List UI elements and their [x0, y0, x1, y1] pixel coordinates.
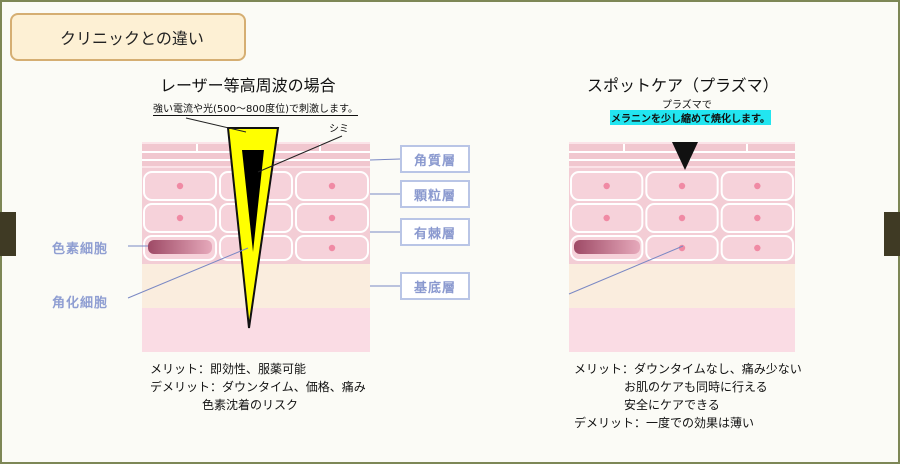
- laser-note: 強い電流や光(500～800度位)で刺激します。: [153, 100, 358, 116]
- cell-nucleus: [678, 244, 686, 252]
- plasma-skin-diagram: [569, 142, 795, 352]
- basal-layer-right: [569, 264, 795, 308]
- cell-nucleus: [176, 182, 184, 190]
- dermis-left: [142, 308, 370, 352]
- callout-lines-left: [127, 117, 401, 299]
- cell-nucleus: [328, 182, 336, 190]
- layer-tag-basal: 基底層: [400, 272, 470, 300]
- cell-nucleus: [678, 182, 686, 190]
- callout-lines-right: [568, 245, 684, 295]
- cell-nucleus: [754, 214, 761, 222]
- plasma-note-2: メラニンを少し縮めて焼化します。: [610, 110, 771, 125]
- pigment-cell-label: 色素細胞: [52, 242, 109, 257]
- plasma-merits-1: メリット：ダウンタイムなし、痛み少ない: [574, 362, 802, 376]
- pigment-cell-left: [148, 240, 212, 254]
- plasma-title: スポットケア（プラズマ）: [587, 76, 779, 95]
- section-title: クリニックとの違い: [10, 13, 246, 61]
- cell-nucleus: [328, 244, 336, 252]
- section-title-text: クリニックとの違い: [60, 29, 204, 48]
- cell-nucleus: [678, 214, 686, 222]
- plasma-merits-3: 安全にケアできる: [624, 398, 720, 412]
- cell-nucleus: [603, 182, 610, 190]
- plasma-pros-cons: メリット：ダウンタイムなし、痛み少ない お肌のケアも同時に行える 安全にケアでき…: [574, 360, 802, 432]
- laser-demerits-1: デメリット：ダウンタイム、価格、痛み: [150, 380, 366, 394]
- right-edge-tab: [884, 212, 900, 256]
- laser-core: [242, 150, 264, 252]
- cell-nucleus: [754, 182, 761, 190]
- cell-nucleus: [328, 214, 336, 222]
- left-edge-tab: [0, 212, 16, 256]
- layer-tag-granular: 顆粒層: [400, 180, 470, 208]
- plasma-note-1: プラズマで: [662, 100, 712, 111]
- plasma-merits-2: お肌のケアも同時に行える: [624, 380, 768, 394]
- plasma-marker: [672, 142, 698, 170]
- laser-merits: メリット：即効性、服薬可能: [150, 362, 307, 376]
- stain-label: シミ: [329, 124, 349, 135]
- cell-nucleus: [603, 214, 610, 222]
- layer-tag-spinous: 有棘層: [400, 218, 470, 246]
- dermis-right: [569, 308, 795, 352]
- keratinocyte-label: 角化細胞: [52, 296, 109, 311]
- laser-title: レーザー等高周波の場合: [160, 76, 336, 95]
- laser-demerits-2: 色素沈着のリスク: [202, 398, 299, 412]
- pigment-cell-right: [574, 240, 640, 254]
- plasma-demerits: デメリット：一度での効果は薄い: [574, 416, 755, 430]
- layer-tag-corneum: 角質層: [400, 145, 470, 173]
- cell-nucleus: [754, 244, 761, 252]
- laser-pros-cons: メリット：即効性、服薬可能 デメリット：ダウンタイム、価格、痛み 色素沈着のリス…: [150, 360, 366, 414]
- cell-nucleus: [176, 214, 184, 222]
